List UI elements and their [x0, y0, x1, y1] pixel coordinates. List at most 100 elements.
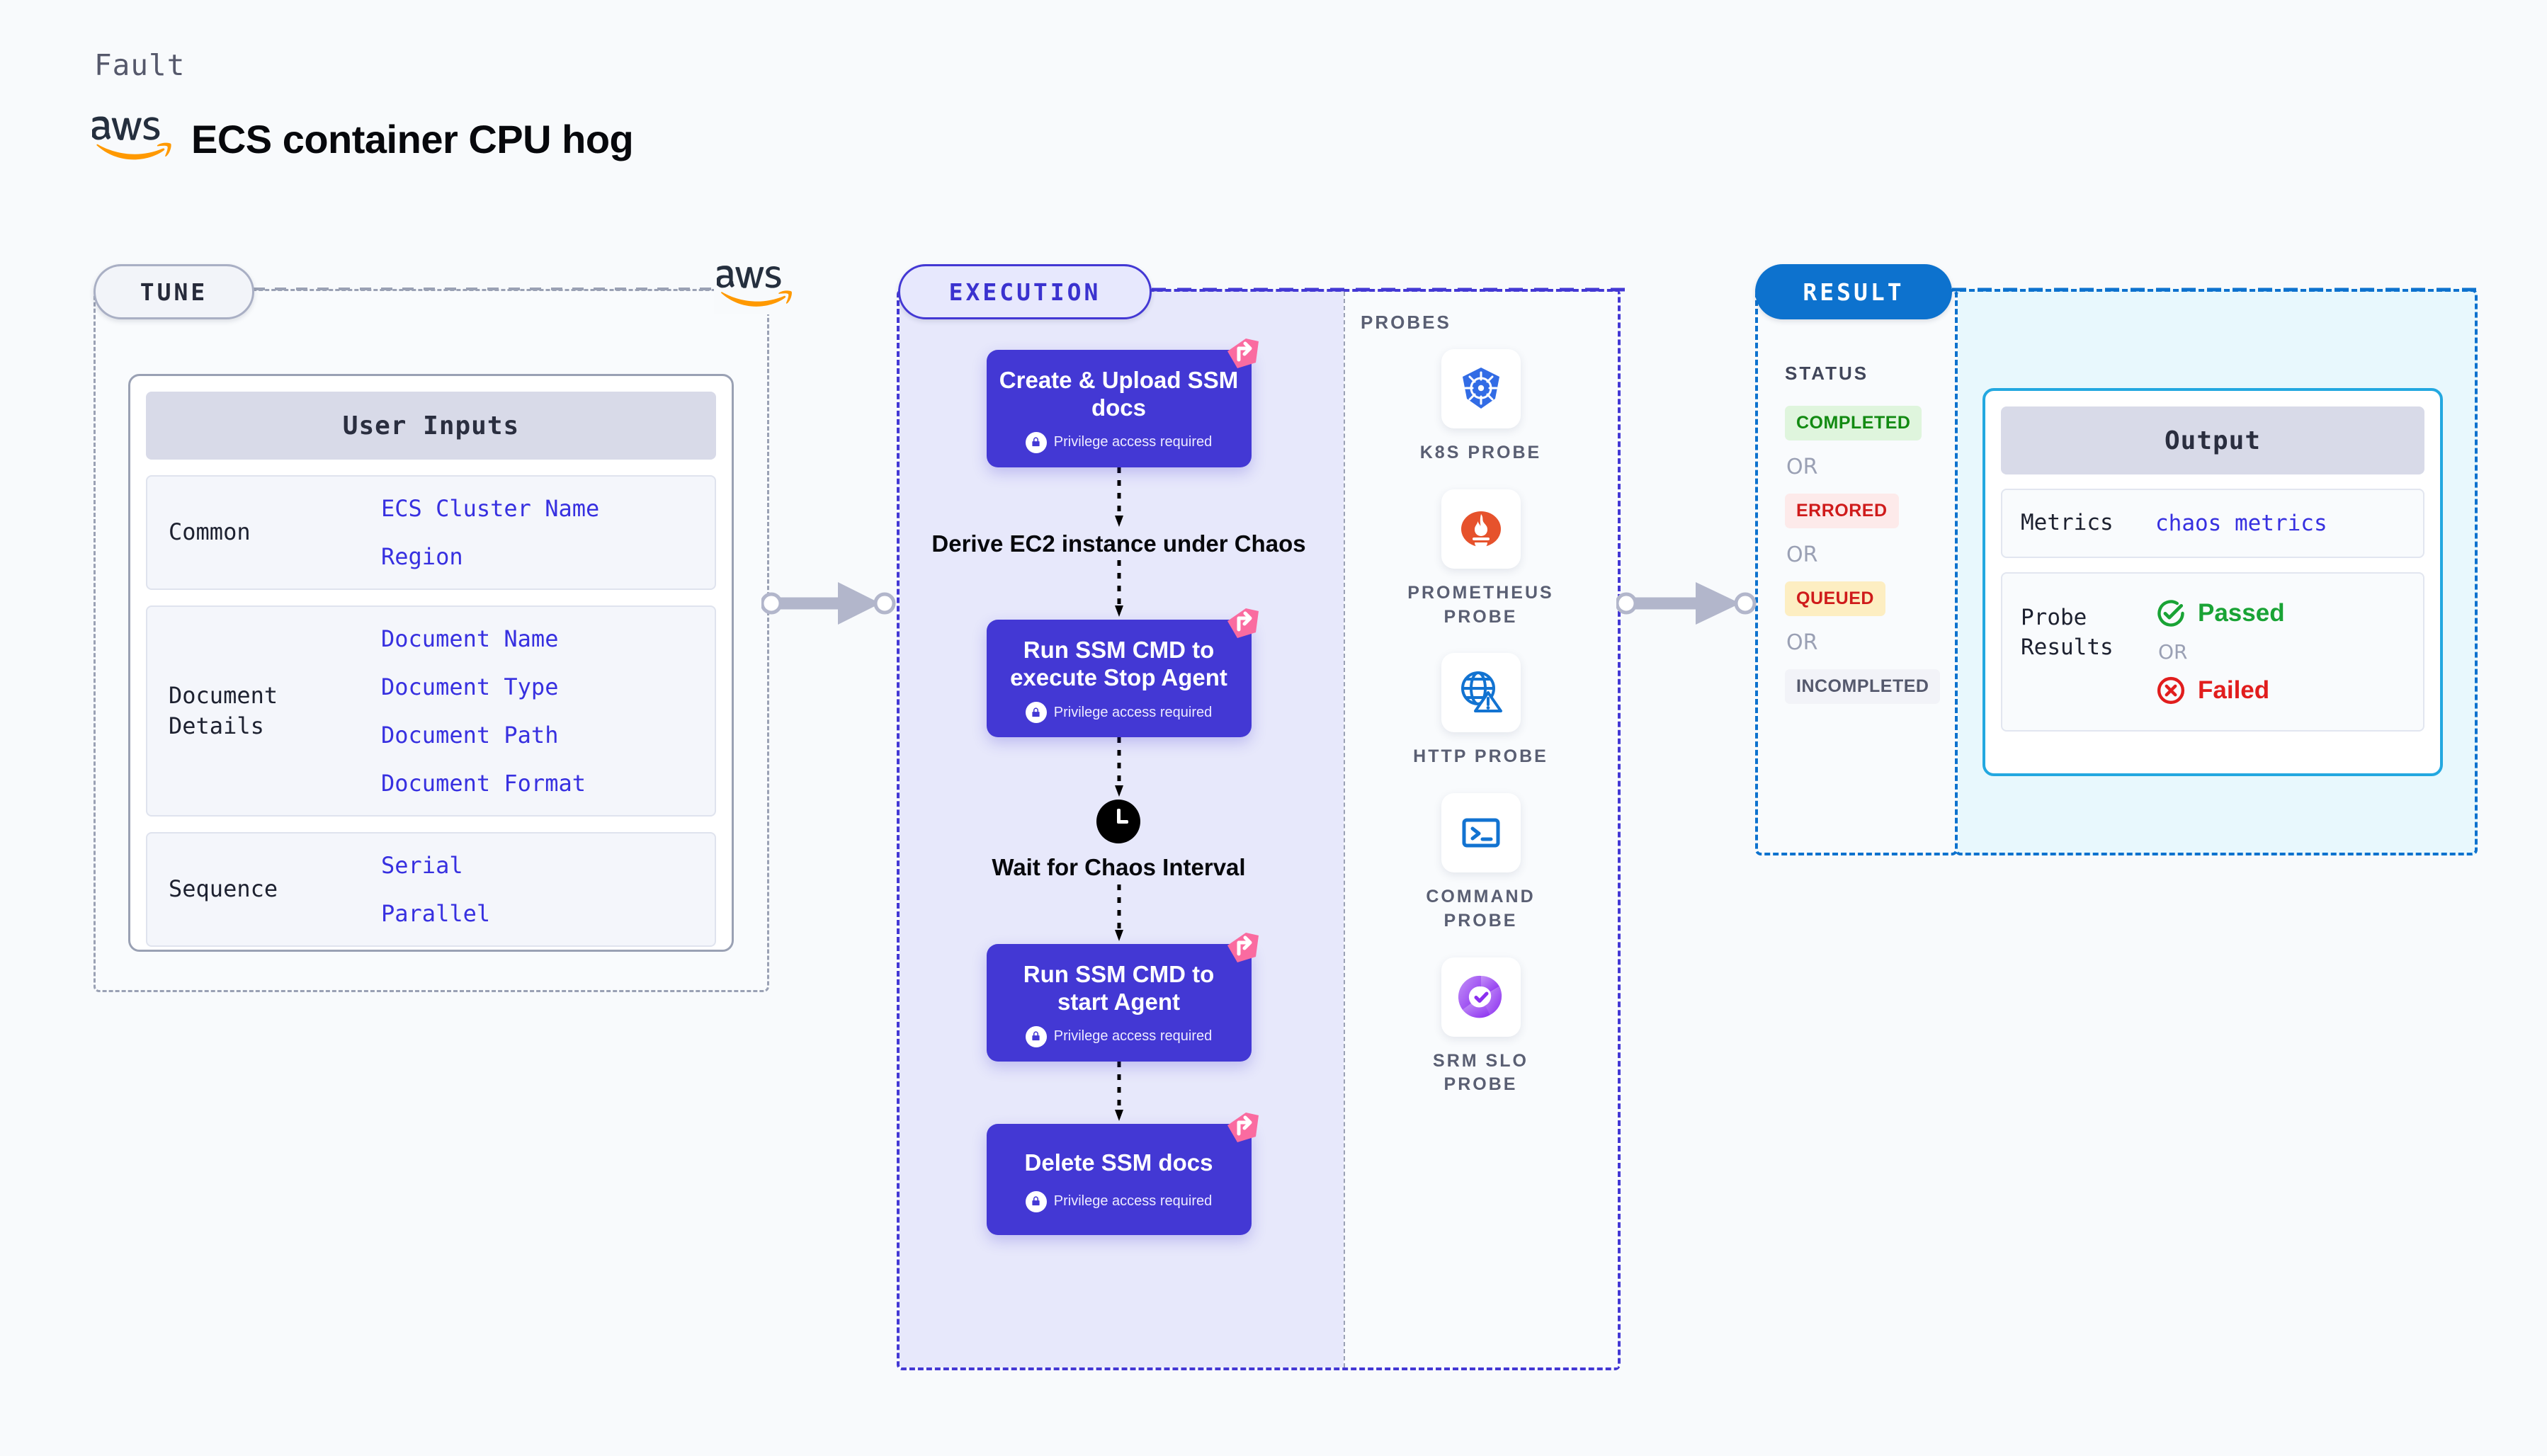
- http-globe-icon: [1441, 653, 1521, 733]
- tune-group-sequence: Sequence Serial Parallel: [146, 832, 716, 947]
- clock-icon: [1096, 800, 1141, 844]
- result-leader-line: [1952, 287, 2478, 292]
- tune-value-document-format[interactable]: Document Format: [381, 770, 586, 797]
- result-pill[interactable]: RESULT: [1755, 264, 1952, 319]
- probe-result-failed: Failed: [2155, 675, 2285, 706]
- lock-icon: [1025, 1025, 1047, 1047]
- litmus-chaos-badge-icon: [1225, 605, 1261, 641]
- prometheus-icon: [1441, 489, 1521, 569]
- execution-pill[interactable]: EXECUTION: [898, 264, 1152, 319]
- tune-value-parallel[interactable]: Parallel: [381, 900, 491, 927]
- tune-value-serial[interactable]: Serial: [381, 852, 463, 879]
- lock-icon: [1025, 1190, 1047, 1212]
- privilege-note-label: Privilege access required: [1053, 1193, 1213, 1210]
- privilege-note-label: Privilege access required: [1053, 1028, 1213, 1045]
- step-title: Create & Upload SSM docs: [999, 367, 1239, 421]
- terminal-icon: [1441, 793, 1521, 872]
- srm-slo-icon: [1441, 957, 1521, 1037]
- output-row-probe-results: Probe Results Passed OR: [2001, 571, 2424, 732]
- probe-label: SRM SLO PROBE: [1433, 1050, 1528, 1095]
- page-title-row: ECS container CPU hog: [92, 113, 634, 164]
- user-inputs-title: User Inputs: [146, 392, 716, 460]
- probe-label: HTTP PROBE: [1413, 746, 1548, 767]
- status-badge-incompleted: INCOMPLETED: [1785, 669, 1941, 704]
- connector-tune-to-execution: [761, 575, 903, 632]
- tune-group-sequence-key: Sequence: [169, 875, 278, 903]
- result-status-panel: STATUS COMPLETED OR ERRORED OR QUEUED OR…: [1755, 289, 1958, 855]
- probe-result-failed-label: Failed: [2198, 676, 2270, 704]
- probe-result-passed-label: Passed: [2198, 598, 2285, 627]
- output-metrics-value[interactable]: chaos metrics: [2155, 510, 2327, 536]
- step-title: Delete SSM docs: [1024, 1149, 1213, 1176]
- tune-pill-label: TUNE: [140, 278, 208, 306]
- tune-value-document-name[interactable]: Document Name: [381, 625, 559, 652]
- connector-execution-to-result: [1616, 575, 1765, 632]
- tune-group-common: Common ECS Cluster Name Region: [146, 475, 716, 590]
- probe-http[interactable]: HTTP PROBE: [1341, 653, 1621, 769]
- result-pill-label: RESULT: [1803, 278, 1905, 306]
- kubernetes-icon: [1441, 349, 1521, 428]
- tune-pill[interactable]: TUNE: [93, 264, 254, 319]
- probes-title: PROBES: [1361, 312, 1451, 333]
- step-derive-ec2-instance: Derive EC2 instance under Chaos: [931, 530, 1306, 557]
- user-inputs-card: User Inputs Common ECS Cluster Name Regi…: [128, 374, 734, 952]
- status-badge-errored: ERRORED: [1785, 494, 1899, 528]
- status-badge-completed: COMPLETED: [1785, 406, 1922, 440]
- privilege-note-label: Privilege access required: [1053, 704, 1213, 720]
- status-or-2: OR: [1786, 542, 1818, 567]
- privilege-note: Privilege access required: [998, 1025, 1240, 1047]
- probes-column: PROBES: [1341, 289, 1621, 1370]
- probe-command[interactable]: COMMAND PROBE: [1341, 793, 1621, 933]
- step-run-ssm-cmd-stop-agent[interactable]: Run SSM CMD to execute Stop Agent Privil…: [986, 608, 1259, 738]
- output-row-metrics: Metrics chaos metrics: [2001, 489, 2424, 558]
- output-title: Output: [2001, 406, 2424, 474]
- flow-connector: [1113, 882, 1125, 944]
- status-title: STATUS: [1785, 363, 1869, 384]
- tune-value-document-path[interactable]: Document Path: [381, 722, 559, 749]
- flow-connector: [1113, 737, 1125, 800]
- step-create-upload-ssm-docs[interactable]: Create & Upload SSM docs Privilege acces…: [986, 339, 1259, 467]
- probe-result-or: OR: [2158, 639, 2188, 664]
- step-title: Run SSM CMD to start Agent: [1023, 960, 1215, 1015]
- probe-srm-slo[interactable]: SRM SLO PROBE: [1341, 957, 1621, 1098]
- tune-group-document-details-key: Document Details: [169, 681, 278, 739]
- tune-value-ecs-cluster-name[interactable]: ECS Cluster Name: [381, 495, 600, 522]
- lock-icon: [1025, 431, 1047, 453]
- privilege-note: Privilege access required: [998, 1190, 1240, 1212]
- tune-value-region[interactable]: Region: [381, 543, 463, 570]
- step-run-ssm-cmd-start-agent[interactable]: Run SSM CMD to start Agent Privilege acc…: [986, 932, 1259, 1062]
- step-title: Run SSM CMD to execute Stop Agent: [1010, 637, 1227, 691]
- output-metrics-key: Metrics: [2021, 510, 2114, 535]
- probe-prometheus[interactable]: PROMETHEUS PROBE: [1341, 489, 1621, 630]
- privilege-note-label: Privilege access required: [1053, 434, 1213, 450]
- tune-value-document-type[interactable]: Document Type: [381, 673, 559, 700]
- x-circle-icon: [2155, 675, 2186, 706]
- flow-connector: [1113, 467, 1125, 530]
- status-or-3: OR: [1786, 630, 1818, 655]
- litmus-chaos-badge-icon: [1225, 930, 1261, 965]
- aws-logo-icon: [92, 113, 176, 164]
- probe-result-passed: Passed: [2155, 598, 2285, 629]
- step-wait-for-chaos-interval: Wait for Chaos Interval: [992, 800, 1246, 882]
- check-circle-icon: [2155, 598, 2186, 629]
- execution-leader-line: [1152, 287, 1625, 292]
- lock-icon: [1025, 702, 1047, 724]
- output-probe-results-key: Probe Results: [2021, 604, 2114, 660]
- tune-leader-line: [254, 287, 721, 291]
- page-eyebrow: Fault: [94, 48, 186, 82]
- litmus-chaos-badge-icon: [1225, 336, 1261, 371]
- flow-connector: [1113, 1061, 1125, 1124]
- page-title: ECS container CPU hog: [191, 116, 634, 161]
- status-badge-queued: QUEUED: [1785, 581, 1885, 616]
- output-card: Output Metrics chaos metrics Probe Resul…: [1982, 388, 2443, 776]
- execution-pill-label: EXECUTION: [948, 278, 1101, 306]
- probe-label: K8S PROBE: [1419, 443, 1542, 462]
- execution-steps: Create & Upload SSM docs Privilege acces…: [897, 289, 1341, 1370]
- tune-group-document-details: Document Details Document Name Document …: [146, 605, 716, 817]
- probe-k8s[interactable]: K8S PROBE: [1341, 349, 1621, 465]
- status-or-1: OR: [1786, 455, 1818, 479]
- privilege-note: Privilege access required: [998, 702, 1240, 724]
- step-delete-ssm-docs[interactable]: Delete SSM docs Privilege access require…: [986, 1112, 1259, 1235]
- tune-aws-corner-icon: [714, 259, 799, 314]
